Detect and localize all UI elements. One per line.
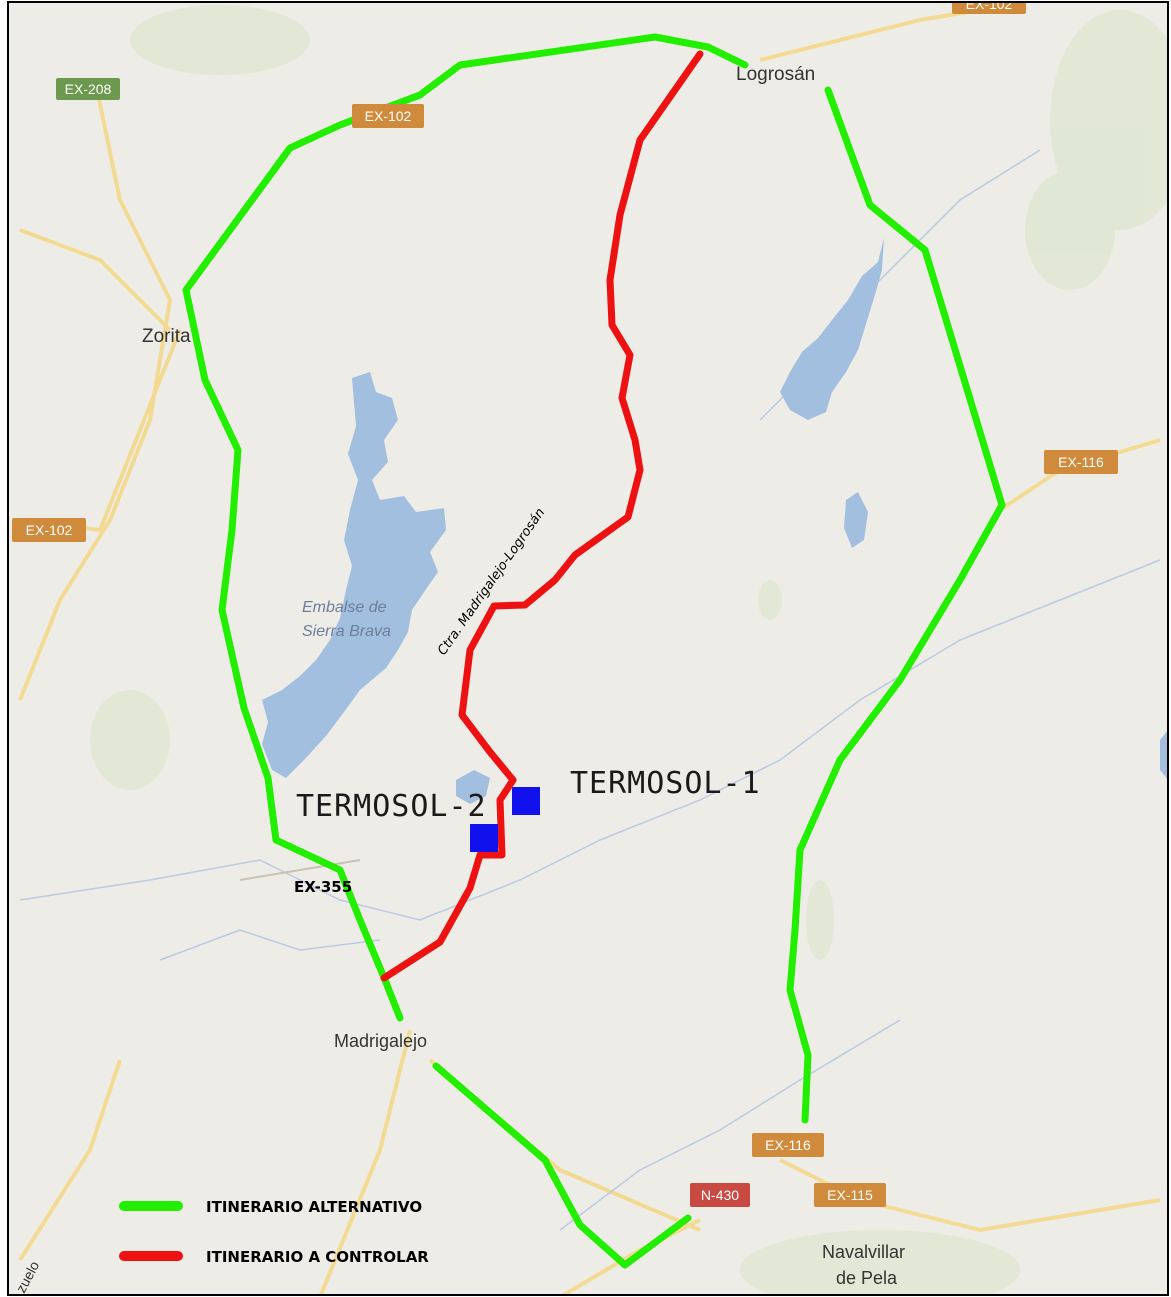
alternative-route <box>182 33 1006 1269</box>
place-logrosan: Logrosán <box>736 64 815 85</box>
reservoir-label-line1: Embalse de <box>302 599 387 616</box>
reservoir-sierra-brava <box>262 372 446 778</box>
shield-ex102-topright-label: EX-102 <box>966 0 1013 12</box>
shield-ex116-right-label: EX-116 <box>1058 454 1104 470</box>
shield-ex115-label: EX-115 <box>827 1187 873 1203</box>
pond-far-right <box>1160 730 1168 780</box>
termosol1-label: TERMOSOL-1 <box>570 766 761 801</box>
pond-right <box>844 492 868 548</box>
place-zorita: Zorita <box>142 326 191 347</box>
minor-roads <box>18 8 1161 1295</box>
legend-label-alternative: ITINERARIO ALTERNATIVO <box>206 1198 422 1216</box>
termosol2-marker <box>470 824 498 852</box>
reservoir-label-line2: Sierra Brava <box>302 623 391 640</box>
map-legend: ITINERARIO ALTERNATIVO ITINERARIO A CONT… <box>119 1198 429 1266</box>
shield-ex208: EX-208 <box>56 78 120 100</box>
shield-n430-label: N-430 <box>701 1187 739 1203</box>
termosol1-marker <box>512 787 540 815</box>
controlled-route <box>380 50 704 982</box>
place-navalvillar-line1: Navalvillar <box>822 1242 905 1262</box>
legend-label-control: ITINERARIO A CONTROLAR <box>206 1248 429 1266</box>
shield-ex102-top-label: EX-102 <box>365 108 412 124</box>
shield-ex116-bottom-label: EX-116 <box>765 1137 811 1153</box>
shield-ex116-bottom: EX-116 <box>752 1133 824 1157</box>
shield-ex115: EX-115 <box>814 1183 886 1207</box>
ex355-label: EX-355 <box>294 878 352 896</box>
small-pond <box>456 770 490 804</box>
vegetation-patches <box>90 5 1168 1295</box>
shield-n430: N-430 <box>690 1183 750 1207</box>
road-ex355 <box>239 859 361 881</box>
shield-ex208-label: EX-208 <box>65 81 112 97</box>
reservoir-upper-right <box>780 238 884 420</box>
shield-ex102-left: EX-102 <box>12 518 86 542</box>
shield-ex116-right: EX-116 <box>1044 450 1118 474</box>
shield-ex102-topright: EX-102 <box>952 0 1026 14</box>
map-background <box>8 2 1168 1295</box>
map-border <box>7 1 1169 1296</box>
shield-ex102-left-label: EX-102 <box>26 522 73 538</box>
place-madrigalejo: Madrigalejo <box>334 1031 427 1051</box>
legend-item-control: ITINERARIO A CONTROLAR <box>119 1248 429 1266</box>
legend-item-alternative: ITINERARIO ALTERNATIVO <box>119 1198 422 1216</box>
place-navalvillar-line2: de Pela <box>836 1268 898 1288</box>
termosol2-label: TERMOSOL-2 <box>296 789 487 824</box>
shield-ex102-top: EX-102 <box>352 104 424 128</box>
